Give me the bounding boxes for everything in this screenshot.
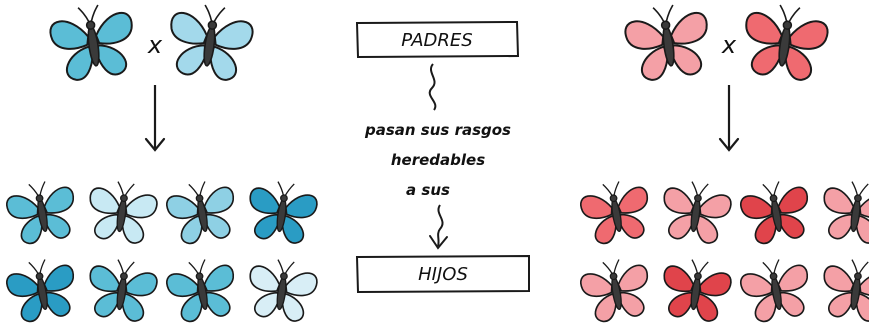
- down-arrow-icon: [144, 85, 166, 152]
- butterfly-icon: [166, 181, 234, 245]
- squiggle-arrow-icon: [429, 204, 448, 250]
- butterfly-icon: [663, 181, 732, 244]
- caption-line-3: a sus: [406, 181, 450, 199]
- caption-line-2: heredables: [391, 151, 485, 169]
- padres-label: PADRES: [401, 30, 472, 51]
- cross-symbol: x: [147, 31, 163, 59]
- blue-offspring: [6, 181, 318, 323]
- butterfly-icon: [624, 4, 708, 81]
- butterfly-icon: [740, 259, 808, 323]
- butterfly-icon: [49, 4, 133, 81]
- red-offspring: [580, 181, 869, 323]
- butterfly-icon: [740, 181, 808, 245]
- cross-symbol: x: [721, 31, 737, 59]
- caption-line-1: pasan sus rasgos: [364, 121, 511, 139]
- down-arrow-icon: [718, 85, 740, 152]
- butterfly-icon: [249, 181, 318, 244]
- butterfly-icon: [823, 181, 869, 244]
- butterfly-icon: [166, 259, 234, 323]
- red-parents: x: [624, 4, 829, 81]
- hijos-label: HIJOS: [418, 264, 468, 285]
- squiggle-arrow-icon: [428, 63, 437, 111]
- butterfly-icon: [6, 181, 74, 245]
- butterfly-icon: [823, 259, 869, 322]
- butterfly-icon: [89, 259, 158, 322]
- butterfly-icon: [249, 259, 318, 322]
- blue-parents: x: [49, 4, 254, 81]
- hijos-box: HIJOS: [355, 254, 530, 294]
- butterfly-icon: [663, 259, 732, 322]
- butterfly-icon: [89, 181, 158, 244]
- padres-box: PADRES: [355, 20, 520, 59]
- butterfly-icon: [580, 259, 648, 323]
- butterfly-icon: [745, 4, 829, 81]
- butterfly-icon: [6, 259, 74, 323]
- butterfly-icon: [170, 4, 254, 81]
- butterfly-icon: [580, 181, 648, 245]
